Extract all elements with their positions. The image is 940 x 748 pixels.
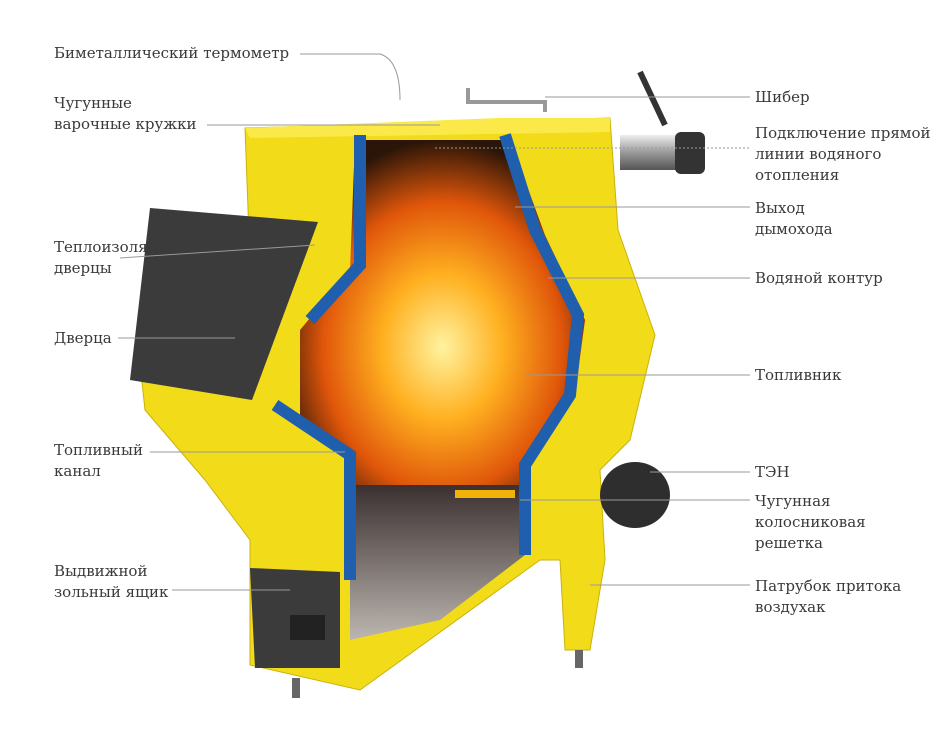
- label-cooking-rings: Чугунные варочные кружки: [54, 94, 197, 133]
- heating-element: [600, 462, 670, 528]
- heating-pipe-cap: [675, 132, 705, 174]
- label-heating-connection: Подключение прямой линии водяного отопле…: [755, 124, 931, 184]
- leader-lines: [118, 53, 750, 591]
- heating-pipe: [620, 135, 680, 170]
- label-air-inlet: Патрубок притока воздухак: [755, 577, 902, 616]
- ash-chamber: [350, 485, 525, 640]
- label-grate: Чугунная колосниковая решетка: [755, 492, 866, 552]
- leg: [575, 650, 583, 668]
- label-heating-element: ТЭН: [755, 463, 790, 481]
- label-ash-drawer: Выдвижной зольный ящик: [54, 562, 169, 601]
- label-thermometer: Биметаллический термометр: [54, 44, 290, 62]
- water-jacket: [499, 133, 585, 555]
- ash-drawer-vent: [290, 615, 325, 640]
- water-jacket: [305, 135, 366, 325]
- water-jacket: [271, 400, 356, 580]
- label-door-insulation: Теплоизоляция дверцы: [54, 238, 177, 277]
- damper-rod: [466, 88, 547, 112]
- grate-bars: [455, 490, 515, 498]
- firebox-cutaway: [300, 140, 585, 485]
- label-firebox: Топливник: [755, 366, 842, 384]
- label-flue-outlet: Выход дымохода: [755, 199, 833, 238]
- boiler-top: [245, 118, 610, 138]
- label-water-circuit: Водяной контур: [755, 269, 883, 287]
- label-door: Дверца: [54, 329, 112, 347]
- label-damper: Шибер: [755, 88, 810, 106]
- damper-handle: [637, 70, 668, 127]
- label-fuel-channel: Топливный канал: [54, 441, 143, 480]
- door-panel: [130, 208, 318, 400]
- leg: [292, 678, 300, 698]
